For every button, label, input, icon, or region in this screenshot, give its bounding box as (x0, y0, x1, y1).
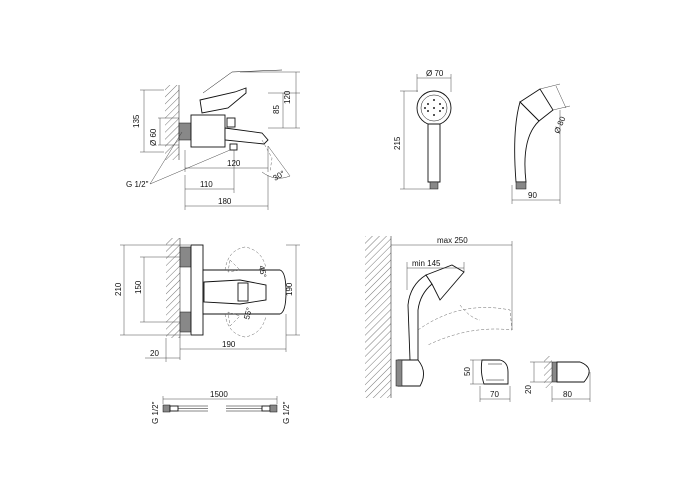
holder-front (480, 359, 509, 385)
dim-offset: 20 (150, 349, 159, 358)
shower-nozzles (424, 99, 444, 116)
shower-head-views: Ø 70 215 Ø 80 90 (393, 69, 571, 204)
hose-thread-right: G 1/2" (282, 401, 291, 424)
mixer-body (190, 114, 226, 148)
hose-thread-left: G 1/2" (151, 401, 160, 424)
angle-bottom: 55° (242, 306, 254, 320)
wall-hatch (165, 85, 179, 160)
hose-fitting-right (261, 405, 271, 412)
upper-connector (179, 246, 192, 268)
wall-hatch-side (544, 356, 552, 388)
mixer-side-view: 120 85 135 Ø 60 120 30° 110 180 G (126, 69, 300, 210)
min-label: min 145 (412, 259, 441, 268)
spout-outlet (229, 143, 238, 151)
hose-view: 1500 G 1/2" G 1/2" (151, 390, 291, 424)
dim-height-lever: 85 (272, 105, 281, 114)
mixer-front-view: 45° 55° 210 150 190 190 20 (114, 238, 300, 362)
dim-height: 215 (393, 136, 402, 150)
lower-connector (179, 311, 192, 333)
dim-total-length: 180 (218, 197, 232, 206)
mixer-spout (224, 127, 269, 145)
hose-end-right (269, 404, 278, 413)
hose-end-left (162, 404, 171, 413)
mixer-front-body (190, 244, 204, 336)
hose-body-left (178, 405, 208, 412)
thread-label: G 1/2" (126, 180, 149, 189)
holder-side-base (551, 361, 558, 383)
dim-width-front: 190 (222, 340, 236, 349)
holder-width: 70 (490, 390, 499, 399)
lever-grip (237, 282, 249, 302)
mixer-front-lever (203, 279, 267, 305)
angle-top: 45° (257, 265, 268, 278)
dim-height-total: 135 (132, 114, 141, 128)
diverter-knob (226, 117, 236, 128)
hose-length: 1500 (210, 390, 228, 399)
holder-view: max 250 min 145 50 70 20 80 (365, 236, 591, 402)
holder-height: 50 (463, 367, 472, 376)
wall-hatch-holder (365, 236, 391, 398)
holder-bracket (397, 359, 424, 387)
shower-handle-front (427, 123, 441, 183)
dim-width: 90 (528, 191, 537, 200)
wall-hatch-front (166, 238, 180, 338)
holder-depth: 80 (563, 390, 572, 399)
hose-fitting-left (169, 405, 179, 412)
wall-connector (178, 122, 192, 141)
handle-connector-side (515, 181, 527, 190)
dim-right-height: 190 (285, 282, 294, 296)
holder-base (395, 359, 403, 387)
dim-left-height: 210 (114, 282, 123, 296)
max-label: max 250 (437, 236, 468, 245)
holder-depth-small: 20 (524, 385, 533, 394)
hose-body-right (226, 405, 262, 412)
dim-angle: 30° (272, 169, 287, 183)
dim-diameter: Ø 60 (149, 128, 158, 146)
dim-diameter-top: Ø 70 (426, 69, 444, 78)
dim-center: 110 (200, 180, 213, 189)
holder-side (556, 361, 590, 383)
dim-height-top: 120 (283, 90, 292, 104)
handle-connector-front (429, 181, 439, 190)
holder-shower-handle (407, 274, 433, 361)
holder-shower-head (425, 264, 465, 301)
mixer-lever (199, 87, 247, 114)
dim-inner-height: 150 (134, 280, 143, 294)
